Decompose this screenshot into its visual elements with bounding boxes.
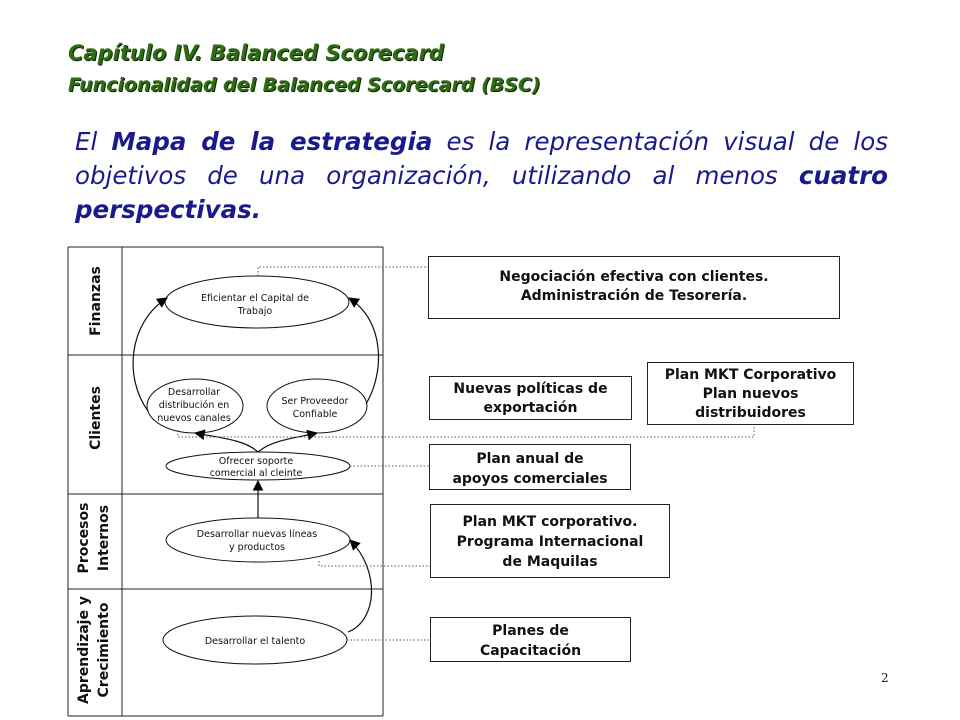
connector-lineas-to-maquilas	[318, 561, 430, 567]
initiative-text-capacitacion-1: Planes de	[492, 623, 569, 639]
objective-ellipse-lineas	[165, 517, 351, 563]
objective-text-capital-2: Trabajo	[237, 306, 273, 317]
perspective-label-procesos-1: Procesos	[76, 503, 92, 574]
objective-text-lineas-2: y productos	[229, 542, 285, 553]
arrow-soporte-to-proveedor	[257, 429, 319, 453]
perspective-label-aprendizaje-2: Crecimiento	[96, 602, 112, 697]
intro-paragraph: El Mapa de la estrategia es la represent…	[75, 125, 888, 227]
initiative-text-maquilas-2: Programa Internacional	[456, 534, 644, 550]
initiative-text-maquilas-1: Plan MKT corporativo.	[462, 514, 638, 530]
initiative-box-capacitacion: Planes de Capacitación	[430, 617, 631, 662]
slide-title: Capítulo IV. Balanced Scorecard	[68, 41, 444, 65]
objective-text-soporte-1: Ofrecer soporte	[219, 456, 294, 467]
initiative-text-capacitacion-2: Capacitación	[479, 643, 582, 659]
connector-capital-to-negociacion	[257, 266, 428, 276]
initiative-text-maquilas-3: de Maquilas	[502, 554, 598, 570]
initiative-box-maquilas: Plan MKT corporativo. Programa Internaci…	[430, 504, 670, 578]
initiative-text-apoyos-2: apoyos comerciales	[452, 471, 608, 487]
objective-text-distribucion-1: Desarrollar	[168, 387, 220, 398]
arrow-soporte-to-distribucion	[193, 429, 259, 453]
initiative-text-mkt-corporativo-3: distribuidores	[695, 405, 806, 421]
initiative-text-mkt-corporativo-2: Plan nuevos	[702, 386, 799, 402]
intro-text-2: es la representación visual de los objet…	[75, 127, 888, 190]
initiative-text-apoyos-1: Plan anual de	[476, 451, 584, 467]
perspective-label-aprendizaje-1: Aprendizaje y	[76, 596, 92, 704]
perspective-label-finanzas: Finanzas	[88, 266, 104, 336]
initiative-box-politicas: Nuevas políticas de exportación	[429, 376, 632, 420]
arrow-talento-to-lineas	[347, 539, 373, 633]
diagram-frame	[67, 246, 384, 717]
objective-text-talento: Desarrollar el talento	[205, 636, 305, 647]
slide-number: 2	[881, 671, 889, 685]
objective-text-distribucion-3: nuevos canales	[157, 413, 231, 424]
arrow-distribucion-to-capital	[132, 297, 168, 412]
intro-bold-four-perspectives: cuatro perspectivas.	[75, 161, 888, 224]
initiative-box-negociacion: Negociación efectiva con clientes. Admin…	[428, 256, 840, 319]
objective-text-proveedor-1: Ser Proveedor	[282, 396, 349, 407]
initiative-text-politicas-1: Nuevas políticas de	[453, 381, 608, 397]
initiative-box-mkt-corporativo: Plan MKT Corporativo Plan nuevos distrib…	[647, 362, 854, 425]
initiative-box-apoyos: Plan anual de apoyos comerciales	[429, 444, 631, 490]
perspective-label-clientes: Clientes	[88, 386, 104, 450]
connector-clientes-to-mkt-corporativo	[177, 425, 755, 438]
perspective-label-procesos-2: Internos	[96, 505, 112, 571]
objective-text-soporte-2: comercial al cleinte	[210, 468, 303, 479]
objective-text-distribucion-2: distribución en	[159, 400, 230, 411]
initiative-text-negociacion-1: Negociación efectiva con clientes.	[499, 269, 769, 285]
arrow-proveedor-to-capital	[348, 297, 380, 405]
objective-text-lineas-1: Desarrollar nuevas líneas	[197, 529, 317, 540]
slide-subtitle: Funcionalidad del Balanced Scorecard (BS…	[68, 74, 541, 96]
initiative-text-negociacion-2: Administración de Tesorería.	[520, 288, 748, 304]
initiative-text-mkt-corporativo-1: Plan MKT Corporativo	[664, 367, 837, 383]
initiative-text-politicas-2: exportación	[483, 400, 578, 416]
objective-text-capital-1: Eficientar el Capital de	[201, 293, 309, 304]
intro-bold-strategy-map: Mapa de la estrategia	[111, 127, 433, 156]
objective-text-proveedor-2: Confiable	[293, 409, 338, 420]
intro-text-1: El	[75, 127, 112, 156]
